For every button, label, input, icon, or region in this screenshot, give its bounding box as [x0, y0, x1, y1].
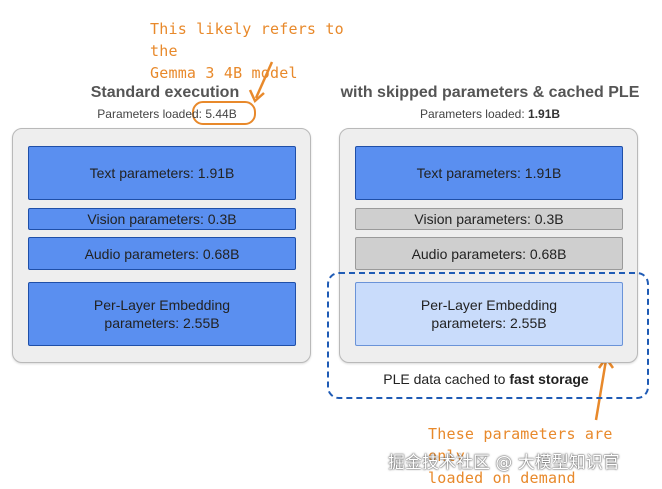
left-title: Standard execution [90, 84, 240, 101]
right-text-params: Text parameters: 1.91B [355, 146, 623, 200]
value-highlight-ring [192, 101, 256, 125]
right-title: with skipped parameters & cached PLE [340, 84, 640, 101]
right-params-loaded: Parameters loaded: 1.91B [380, 107, 600, 121]
right-ple-params: Per-Layer Embedding parameters: 2.55B [355, 282, 623, 346]
top-arrow-head [248, 89, 265, 104]
ple-cache-note: PLE data cached to fast storage [340, 371, 632, 387]
left-vision-params: Vision parameters: 0.3B [28, 208, 296, 230]
watermark-text: 掘金技术社区 @ 大模型知识官 [388, 453, 620, 473]
top-annotation-line2: Gemma 3 4B model [150, 64, 298, 82]
right-audio-params: Audio parameters: 0.68B [355, 237, 623, 270]
ple-cache-note-bold: fast storage [509, 371, 589, 387]
bottom-arrow [594, 359, 608, 421]
left-text-params: Text parameters: 1.91B [28, 146, 296, 200]
right-vision-params: Vision parameters: 0.3B [355, 208, 623, 230]
right-params-label: Parameters loaded: [419, 107, 525, 121]
right-ple-line2: parameters: 2.55B [431, 315, 547, 331]
top-annotation-line1: This likely refers to the [150, 20, 344, 60]
left-params-label: Parameters loaded: [97, 107, 203, 121]
ple-cache-note-prefix: PLE data cached to [383, 371, 506, 387]
bottom-annotation-line1: These parameters are only [428, 425, 613, 465]
ple-cache-box [327, 272, 649, 399]
left-audio-params: Audio parameters: 0.68B [28, 237, 296, 270]
left-ple-params: Per-Layer Embedding parameters: 2.55B [28, 282, 296, 346]
top-arrow [254, 61, 274, 99]
left-params-loaded: Parameters loaded: 5.44B [60, 107, 274, 121]
top-annotation: This likely refers to the Gemma 3 4B mod… [150, 18, 370, 84]
left-ple-line2: parameters: 2.55B [104, 315, 220, 331]
right-params-value: 1.91B [528, 107, 561, 121]
left-ple-line1: Per-Layer Embedding [93, 297, 231, 313]
right-ple-line1: Per-Layer Embedding [420, 297, 558, 313]
left-params-value: 5.44B [205, 107, 237, 121]
